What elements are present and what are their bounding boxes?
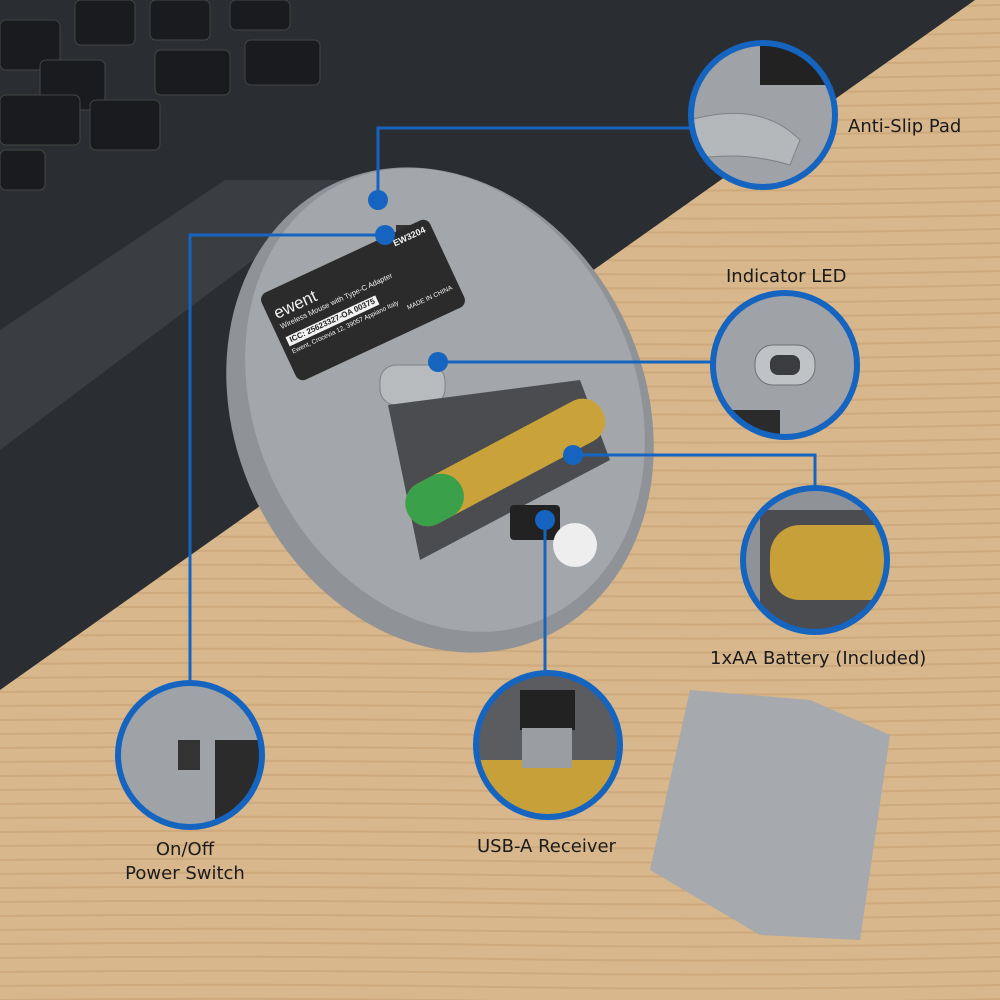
usb-receiver bbox=[510, 505, 560, 540]
zoom-battery bbox=[743, 488, 887, 632]
label-power-switch: On/Off Power Switch bbox=[110, 838, 260, 886]
label-usb-receiver: USB-A Receiver bbox=[477, 836, 616, 857]
callout-lines bbox=[188, 126, 817, 683]
battery-cover bbox=[650, 690, 890, 940]
keyboard-keys bbox=[0, 0, 321, 191]
zoom-anti-slip-pad bbox=[691, 43, 835, 187]
zoom-usb-receiver bbox=[476, 673, 620, 817]
label-indicator-led: Indicator LED bbox=[726, 266, 847, 287]
zoom-circle-borders bbox=[115, 40, 890, 830]
label-anti-slip-pad: Anti-Slip Pad bbox=[848, 116, 962, 137]
label-power-switch-line1: On/Off bbox=[155, 839, 215, 860]
label-power-switch-line2: Power Switch bbox=[125, 863, 245, 884]
label-battery: 1xAA Battery (Included) bbox=[710, 648, 927, 669]
